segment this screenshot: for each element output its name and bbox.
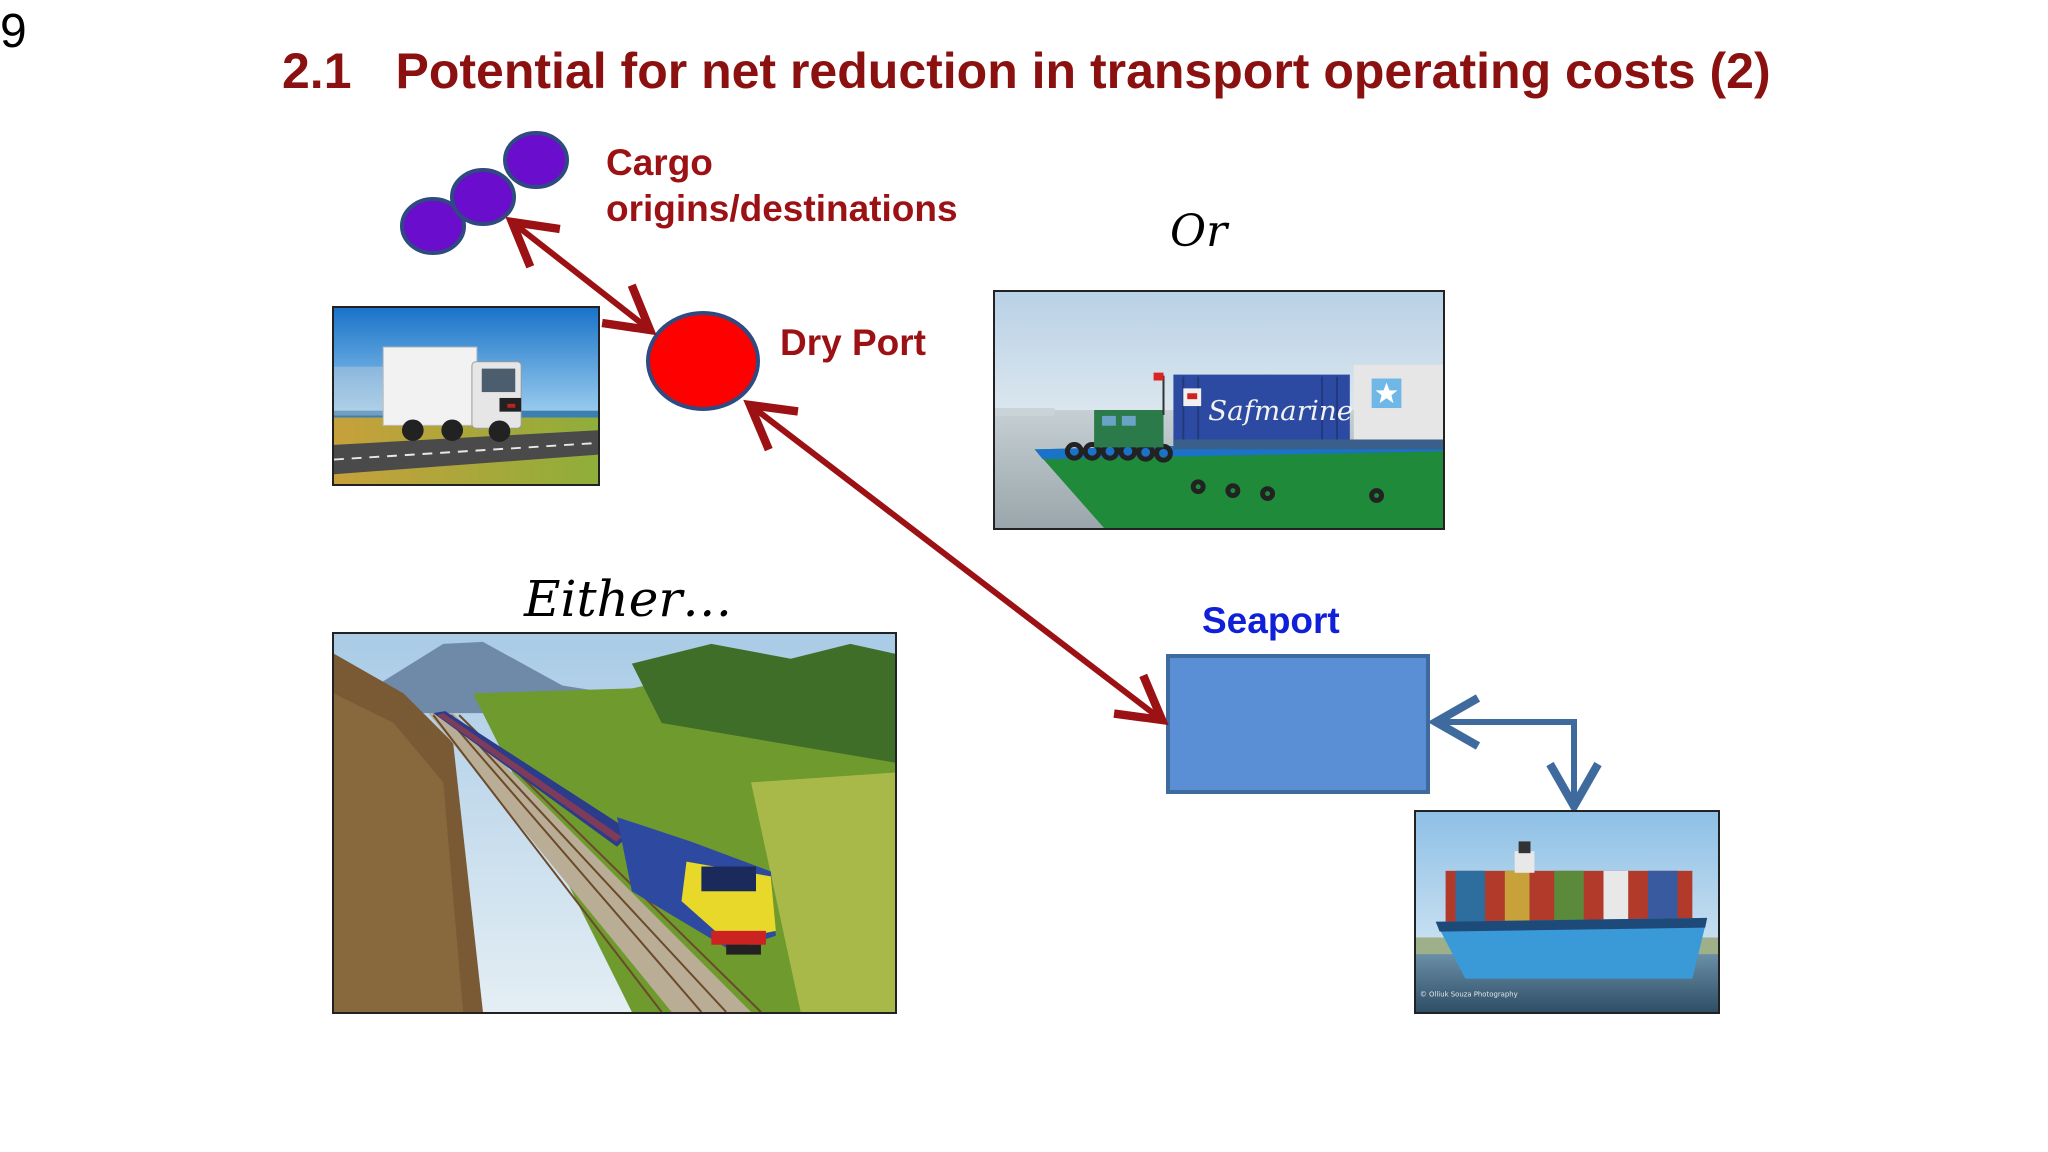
cargo-label-line2: origins/destinations [606,188,958,229]
title-text: Potential for net reduction in transport… [395,43,1771,99]
cargo-circle-2 [450,168,516,226]
cargo-circle-1 [400,197,466,255]
cargo-circle-3 [503,131,569,189]
arrow-dryport-seaport [743,399,1169,726]
truck-photo [332,306,600,486]
container-ship-photo: © Olliuk Souza Photography [1414,810,1720,1014]
cargo-origins-circles [400,131,569,255]
arrow-cargo-dryport [505,216,657,336]
ship-photo-credit: © Olliuk Souza Photography [1420,990,1518,998]
barge-container-text: Safmarine [1208,394,1353,427]
barge-photo: Safmarine [993,290,1445,530]
either-label: Either… [524,570,733,628]
seaport-label: Seaport [1202,600,1340,641]
dry-port-node [646,311,760,411]
cargo-label: Cargo origins/destinations [606,140,958,232]
or-label: Or [1170,206,1228,257]
slide-title: 2.1 Potential for net reduction in transp… [282,42,1771,100]
cargo-label-line1: Cargo [606,142,713,183]
arrow-seaport-ship [1427,694,1602,815]
slide-number: 9 [0,5,27,58]
seaport-node [1166,654,1430,794]
title-section-number: 2.1 [282,43,352,99]
train-photo [332,632,897,1014]
dry-port-label: Dry Port [780,322,926,363]
